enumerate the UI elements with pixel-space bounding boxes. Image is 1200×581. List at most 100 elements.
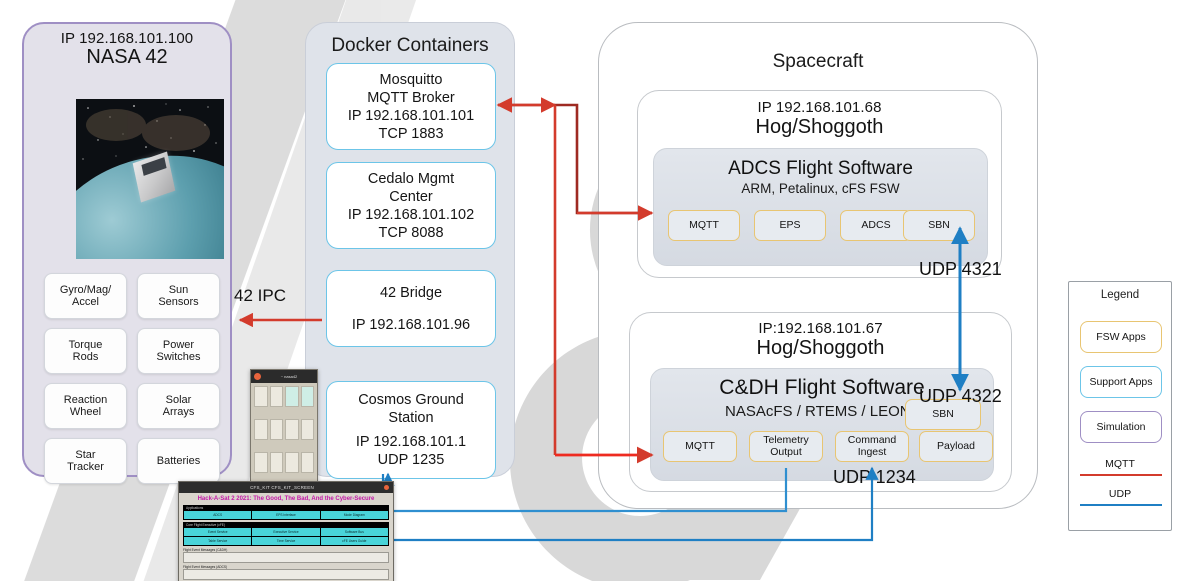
- sim42-cell: [269, 419, 283, 440]
- cfs-button[interactable]: Executive Service: [252, 528, 320, 536]
- legend-label: Support Apps: [1089, 376, 1153, 388]
- container-name: Cosmos Ground Station: [358, 392, 464, 426]
- legend-title: Legend: [1100, 289, 1140, 301]
- app-sbn-cdh[interactable]: SBN: [905, 399, 981, 430]
- container-name: Mosquitto MQTT Broker: [367, 71, 455, 106]
- window-close-icon[interactable]: [384, 485, 389, 490]
- cfs-button[interactable]: cFE Users Guide: [320, 537, 388, 545]
- sim42-cell: [254, 419, 268, 440]
- legend-panel: Legend FSW Apps Support Apps Simulation …: [1068, 281, 1172, 531]
- app-label: ADCS: [861, 218, 891, 231]
- sim42-cell: [254, 386, 268, 407]
- legend-label: Simulation: [1096, 421, 1146, 433]
- app-label: SBN: [932, 407, 954, 420]
- subsystem-box: Power Switches: [137, 328, 220, 374]
- subsystem-label: Gyro/Mag/ Accel: [59, 284, 112, 308]
- app-eps[interactable]: EPS: [754, 210, 826, 241]
- nasa42-panel: IP 192.168.101.100 NASA 42: [22, 22, 232, 484]
- spacecraft-title: Spacecraft: [772, 51, 864, 72]
- subsystem-label: Solar Arrays: [162, 394, 195, 418]
- adcs-flight-software: ADCS Flight Software ARM, Petalinux, cFS…: [653, 148, 988, 266]
- sim42-cell: [254, 452, 268, 473]
- cfs-kit-screenshot[interactable]: CFS_KIT CFS_KIT_SCREEN Hack-A-Sat 2 2021…: [178, 481, 394, 581]
- port-label-udp1234: UDP 1234: [833, 467, 916, 487]
- sim42-icon-grid: [251, 383, 317, 410]
- app-mqtt-adcs[interactable]: MQTT: [668, 210, 740, 241]
- sim42-titlebar-text: ~ nasa42: [280, 374, 298, 379]
- app-mqtt-cdh[interactable]: MQTT: [663, 431, 737, 462]
- subsystem-box: Sun Sensors: [137, 273, 220, 319]
- port-label-udp4322: UDP 4322: [919, 386, 1002, 406]
- cfs-cfe-block: Core Flight Executive (cFE) Event Servic…: [183, 522, 389, 546]
- docker-container-cosmos: Cosmos Ground Station IP 192.168.101.1 U…: [326, 381, 496, 479]
- app-label: SBN: [928, 218, 950, 231]
- app-telemetry-output[interactable]: Telemetry Output: [749, 431, 823, 462]
- sim42-cell: [285, 419, 299, 440]
- docker-container-mosquitto: Mosquitto MQTT Broker IP 192.168.101.101…: [326, 63, 496, 150]
- host-cdh-name: Hog/Shoggoth: [756, 337, 885, 359]
- host-adcs-name: Hog/Shoggoth: [755, 116, 884, 138]
- container-port: TCP 8088: [378, 224, 444, 241]
- window-dot-icon: [254, 373, 261, 380]
- legend-mqtt-line: [1080, 474, 1162, 476]
- cfs-button[interactable]: Table Service: [184, 537, 252, 545]
- subsystem-label: Star Tracker: [67, 449, 104, 473]
- container-ip: IP 192.168.101.101: [347, 107, 475, 124]
- cfs-event-messages-cdh: Flight Event Messages (C&DH): [183, 548, 389, 563]
- cfs-button[interactable]: Event Service: [184, 528, 252, 536]
- subsystem-label: Power Switches: [156, 339, 201, 363]
- host-adcs-ip: IP 192.168.101.68: [757, 99, 882, 116]
- app-payload[interactable]: Payload: [919, 431, 993, 462]
- cfs-button[interactable]: Software Bus: [320, 528, 388, 536]
- container-port: UDP 1235: [377, 452, 445, 468]
- cfs-titlebar-text: CFS_KIT CFS_KIT_SCREEN: [250, 485, 314, 490]
- cfs-event-messages-adcs: Flight Event Messages (ADCS): [183, 565, 389, 580]
- subsystem-box: Batteries: [137, 438, 220, 484]
- legend-mqtt-label: MQTT: [1105, 458, 1135, 470]
- docker-containers-panel: Docker Containers Mosquitto MQTT Broker …: [305, 22, 515, 479]
- sim42-gui-screenshot[interactable]: ~ nasa42: [250, 369, 318, 483]
- subsystem-label: Sun Sensors: [158, 284, 199, 308]
- app-command-ingest[interactable]: Command Ingest: [835, 431, 909, 462]
- cubesat-over-earth-image: [76, 99, 224, 259]
- sim42-cell: [285, 452, 299, 473]
- app-adcs[interactable]: ADCS: [840, 210, 912, 241]
- sim42-cell: [300, 452, 314, 473]
- cfs-section-label: Applications: [186, 506, 204, 510]
- docker-panel-title: Docker Containers: [331, 35, 489, 56]
- sim42-cell: [300, 419, 314, 440]
- container-name: Cedalo Mgmt Center: [367, 170, 455, 205]
- cfs-button[interactable]: Time Service: [252, 537, 320, 545]
- spacecraft-panel: Spacecraft IP 192.168.101.68 Hog/Shoggot…: [598, 22, 1038, 509]
- container-ip: IP 192.168.101.1: [355, 434, 467, 450]
- cfs-section-label: Core Flight Executive (cFE): [186, 523, 225, 527]
- legend-udp-label: UDP: [1108, 488, 1132, 500]
- sim42-cell: [285, 386, 299, 407]
- subsystem-box: Solar Arrays: [137, 383, 220, 429]
- subsystem-label: Reaction Wheel: [63, 394, 108, 418]
- legend-udp-line: [1080, 504, 1162, 506]
- cdh-flight-software: C&DH Flight Software NASAcFS / RTEMS / L…: [650, 368, 994, 481]
- host-adcs: IP 192.168.101.68 Hog/Shoggoth ADCS Flig…: [637, 90, 1002, 278]
- cfs-button[interactable]: ADCS: [184, 511, 252, 519]
- sim42-cell: [269, 452, 283, 473]
- app-label: MQTT: [685, 439, 715, 452]
- cfs-button[interactable]: EPS Interface: [252, 511, 320, 519]
- sim42-titlebar: ~ nasa42: [251, 370, 317, 383]
- app-sbn-adcs[interactable]: SBN: [903, 210, 975, 241]
- cfs-button-row: Event Service Executive Service Software…: [184, 528, 388, 536]
- subsystem-box: Star Tracker: [44, 438, 127, 484]
- app-label: Payload: [937, 439, 975, 452]
- legend-simulation: Simulation: [1080, 411, 1162, 443]
- cfs-button[interactable]: Mode Diagram: [320, 511, 388, 519]
- subsystem-label: Batteries: [156, 455, 201, 467]
- nasa42-ip: IP 192.168.101.100: [60, 30, 194, 47]
- port-label-udp4321: UDP 4321: [919, 259, 1002, 279]
- app-label: EPS: [779, 218, 801, 231]
- cfs-msg-bar: [183, 569, 389, 580]
- container-ip: IP 192.168.101.96: [351, 316, 471, 333]
- subsystem-box: Torque Rods: [44, 328, 127, 374]
- subsystem-label: Torque Rods: [68, 339, 103, 363]
- adcs-fsw-subtitle: ARM, Petalinux, cFS FSW: [741, 181, 900, 196]
